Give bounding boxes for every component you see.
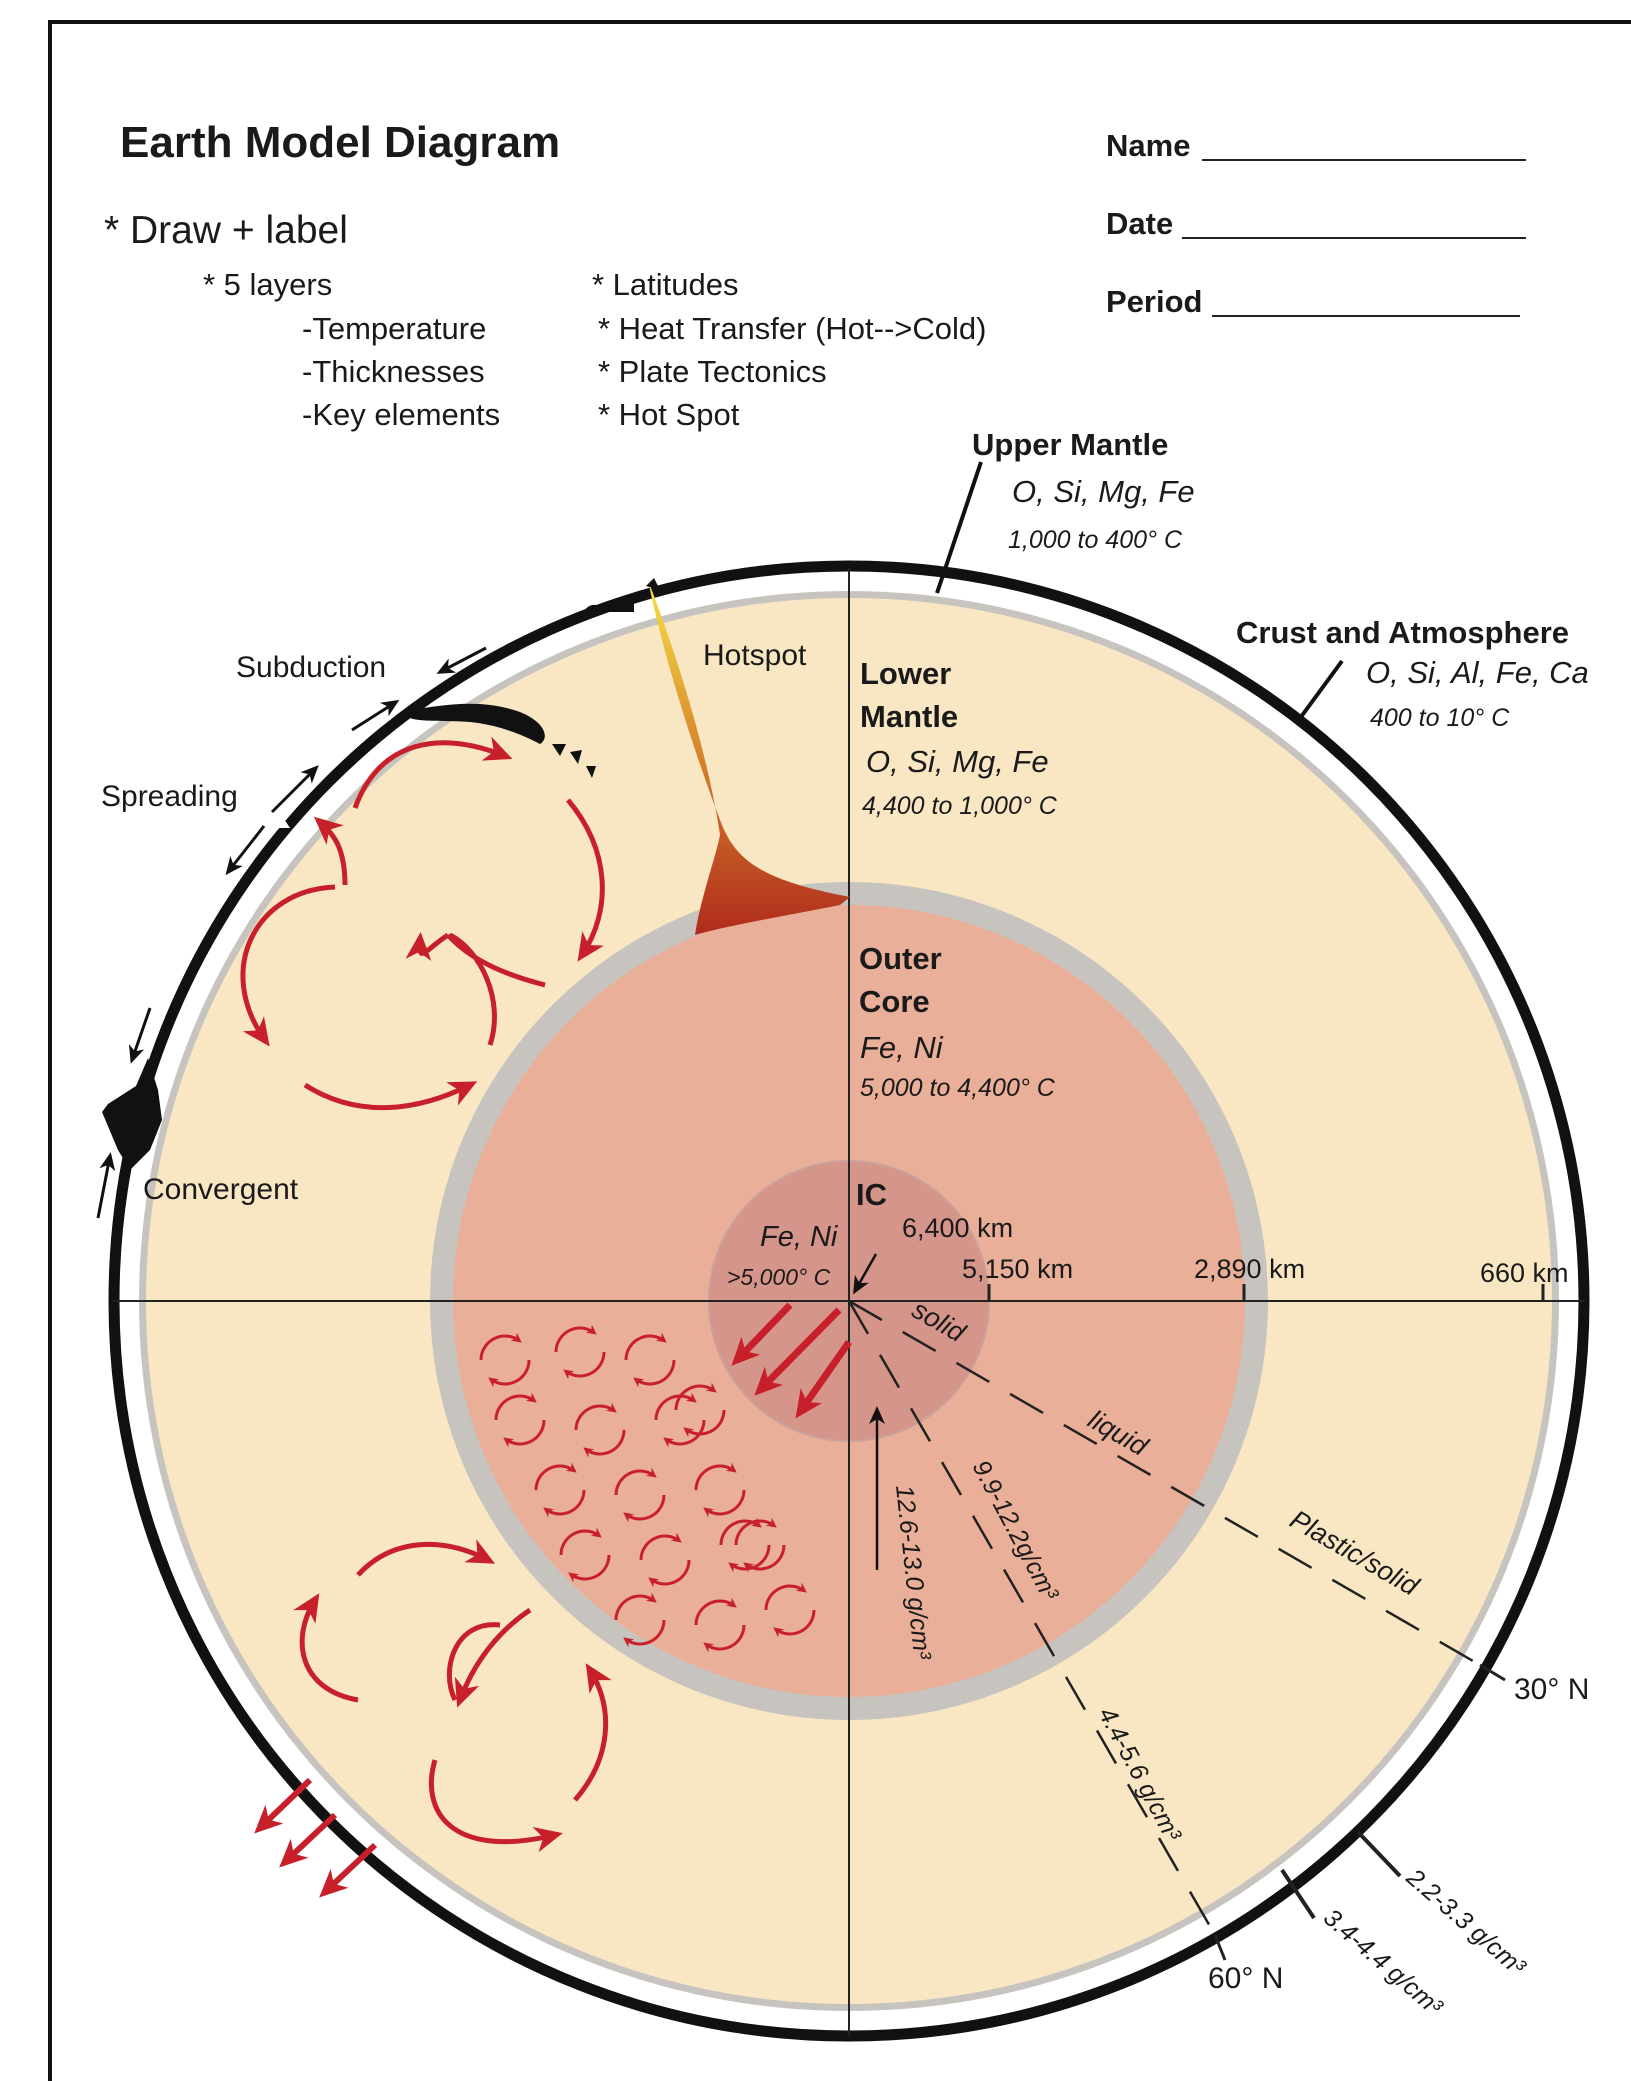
name-label: Name — [1106, 128, 1190, 163]
outer-core-elements: Fe, Ni — [860, 1030, 944, 1065]
convergent-arrow — [98, 1156, 110, 1218]
convergent-arrow — [132, 1008, 150, 1060]
crust-elements: O, Si, Al, Fe, Ca — [1366, 655, 1589, 690]
crust-label: Crust and Atmosphere — [1236, 615, 1569, 650]
instruction-left: -Thicknesses — [302, 354, 485, 389]
upper-mantle-label: Upper Mantle — [972, 427, 1168, 462]
depth-label: 6,400 km — [902, 1213, 1013, 1243]
instruction-right: * Heat Transfer (Hot-->Cold) — [598, 311, 986, 346]
instructions-header: * Draw + label — [104, 209, 348, 252]
heat-arrow — [260, 1780, 310, 1828]
inner-core-label: IC — [856, 1177, 887, 1212]
instruction-left: * 5 layers — [203, 267, 332, 302]
lower-mantle-temp: 4,400 to 1,000° C — [862, 792, 1058, 820]
heat-arrow — [285, 1815, 335, 1862]
crust-density-tick — [1358, 1832, 1400, 1876]
upper-mantle-elements: O, Si, Mg, Fe — [1012, 474, 1195, 509]
instruction-left: -Temperature — [302, 311, 486, 346]
density-label: 3.4-4.4 g/cm³ — [1318, 1903, 1448, 2021]
outer-core-temp: 5,000 to 4,400° C — [860, 1074, 1056, 1102]
latitude-label: 60° N — [1208, 1962, 1283, 1995]
heat-arrow — [325, 1845, 375, 1892]
outer-core-label: Core — [859, 984, 930, 1019]
inner-core-elements: Fe, Ni — [760, 1221, 839, 1253]
instruction-right: * Hot Spot — [598, 397, 740, 432]
date-label: Date — [1106, 206, 1173, 241]
depth-label: 5,150 km — [962, 1254, 1073, 1284]
inner-core-temp: >5,000° C — [727, 1264, 831, 1290]
outer-core-label: Outer — [859, 941, 942, 976]
instruction-right: * Plate Tectonics — [598, 354, 827, 389]
spreading-label: Spreading — [101, 780, 238, 813]
period-label: Period — [1106, 284, 1202, 319]
crust-leader — [1298, 661, 1342, 721]
subduction-label: Subduction — [236, 651, 386, 684]
lower-mantle-label: Lower — [860, 656, 951, 691]
lower-mantle-elements: O, Si, Mg, Fe — [866, 744, 1049, 779]
hotspot-label: Hotspot — [703, 639, 807, 672]
convergent-label: Convergent — [143, 1173, 299, 1206]
latitude-label: 30° N — [1514, 1673, 1589, 1706]
lower-mantle-label: Mantle — [860, 699, 958, 734]
upper-mantle-temp: 1,000 to 400° C — [1008, 526, 1183, 554]
depth-label: 2,890 km — [1194, 1254, 1305, 1284]
instruction-right: * Latitudes — [592, 267, 739, 302]
density-label: 2.2-3.3 g/cm³ — [1400, 1863, 1531, 1982]
instruction-left: -Key elements — [302, 397, 500, 432]
depth-label: 660 km — [1480, 1258, 1569, 1288]
page-title: Earth Model Diagram — [120, 118, 560, 167]
crust-temp: 400 to 10° C — [1370, 704, 1510, 732]
